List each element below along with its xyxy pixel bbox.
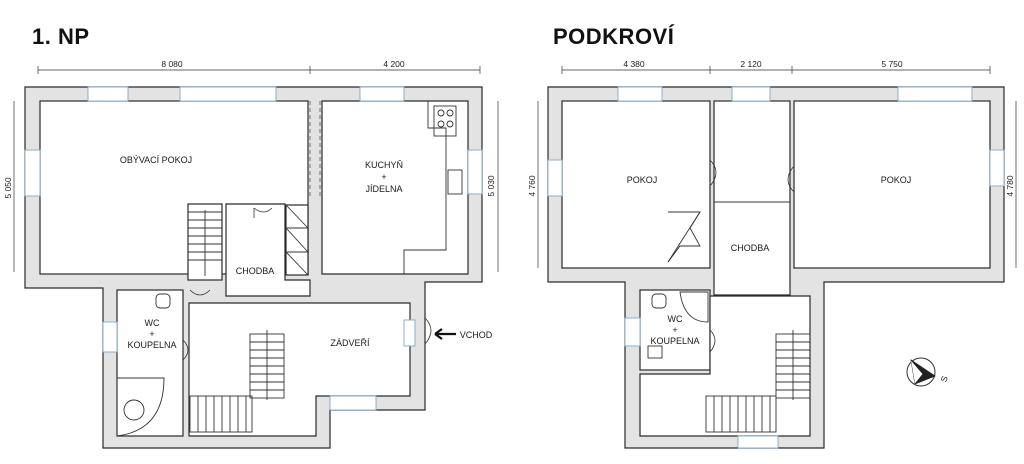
floor-title-podkrovi: PODKROVÍ	[553, 24, 675, 49]
toilet	[155, 293, 171, 309]
window	[87, 86, 129, 102]
window	[179, 86, 277, 102]
window	[467, 149, 483, 195]
room-chodba-podkrovi	[713, 100, 791, 296]
compass-icon	[906, 357, 936, 387]
window	[359, 86, 405, 102]
room-pokoj-left	[561, 100, 711, 269]
floor-plan-1np	[13, 66, 499, 449]
room-zadveri	[188, 302, 411, 437]
room-chodba-1np	[225, 203, 311, 297]
dim-podkrovi-height-left: 4 760	[527, 175, 537, 197]
label-obyvaci-pokoj: OBÝVACÍ POKOJ	[120, 155, 192, 165]
dim-podkrovi-width-3: 5 750	[881, 59, 903, 69]
toilet	[651, 293, 667, 309]
room-kitchen	[321, 100, 469, 275]
label-koupelna-1np: KOUPELNA	[127, 340, 176, 350]
room-wc-bath-1np	[116, 289, 184, 437]
label-wc-podkrovi: WC	[668, 314, 683, 324]
dim-podkrovi-width-2: 2 120	[740, 59, 762, 69]
dim-1np-height-right: 5 030	[486, 175, 496, 197]
label-pokoj-right: POKOJ	[881, 175, 912, 185]
label-chodba-1np: CHODBA	[236, 266, 275, 276]
label-wc-1np: WC	[145, 318, 160, 328]
room-lower-hall-podkrovi	[639, 295, 811, 437]
window	[102, 321, 118, 353]
bathtub	[116, 377, 165, 437]
room-pokoj-right	[793, 100, 991, 269]
floor-plan-podkrovi	[537, 66, 1017, 449]
window	[24, 149, 41, 197]
dim-1np-width-right: 4 200	[383, 59, 405, 69]
dim-1np-width-left: 8 080	[161, 59, 183, 69]
label-wc-plus-1np: +	[149, 329, 154, 339]
dim-1np-height-left: 5 050	[3, 177, 13, 199]
label-chodba-podkrovi: CHODBA	[731, 243, 770, 253]
label-jidelna: JÍDELNA	[365, 184, 402, 194]
label-pokoj-left: POKOJ	[627, 175, 658, 185]
stairs-podkrovi	[705, 330, 811, 433]
window	[403, 319, 416, 347]
sink	[447, 169, 463, 195]
shower	[679, 291, 709, 323]
sink	[647, 345, 663, 359]
floor-title-1np: 1. NP	[32, 24, 90, 49]
entrance-arrow-icon	[434, 328, 456, 340]
stairs-1np-lower	[189, 330, 285, 433]
label-koupelna-podkrovi: KOUPELNA	[650, 336, 699, 346]
label-zadveri: ZÁDVEŘÍ	[330, 338, 370, 348]
window	[329, 395, 377, 411]
label-kuchyn-plus: +	[381, 172, 386, 182]
label-kuchyn: KUCHYŇ	[365, 160, 403, 170]
stairs-1np-upper	[188, 210, 222, 276]
kitchen-counter	[403, 101, 447, 274]
compass-label: S	[939, 374, 950, 383]
dim-podkrovi-width-1: 4 380	[623, 59, 645, 69]
dim-podkrovi-height-right: 4 780	[1005, 175, 1015, 197]
label-wc-plus-podkrovi: +	[672, 325, 677, 335]
label-vchod: VCHOD	[460, 330, 493, 340]
